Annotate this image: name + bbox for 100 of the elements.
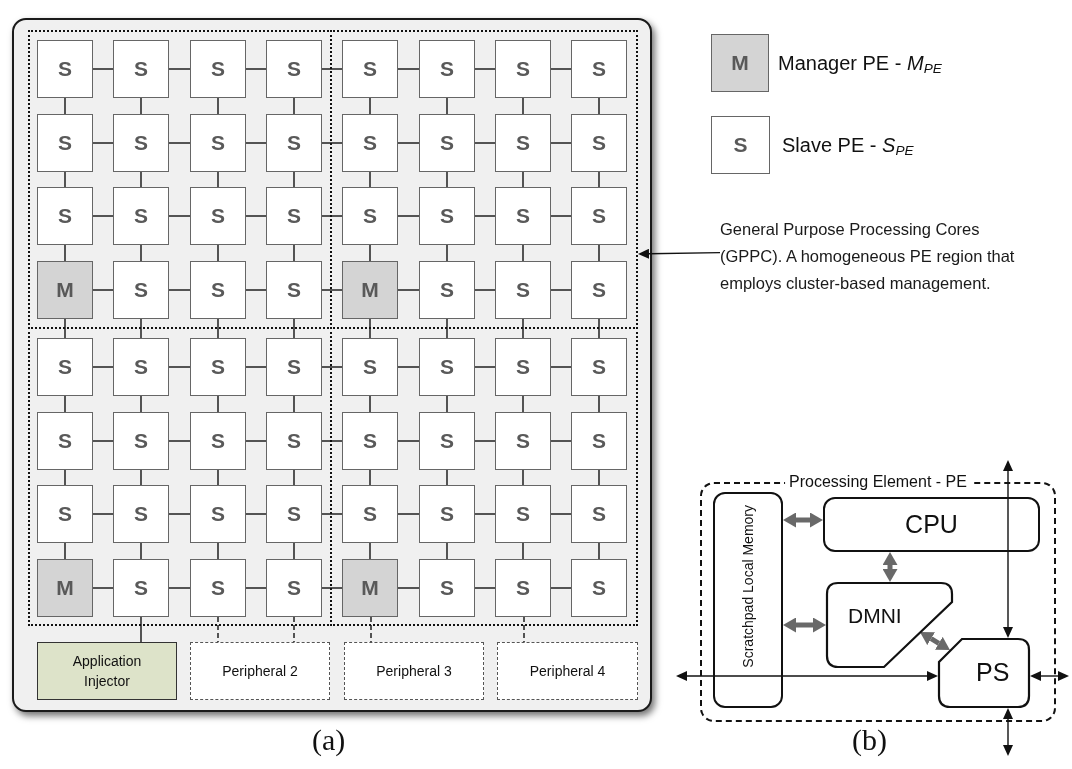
dashed-link-line [293,616,295,643]
slave-pe-tile: S [495,485,551,543]
slave-pe-tile: S [342,412,398,470]
link-line [369,244,371,262]
double-arrow [882,552,898,582]
slave-pe-tile: S [571,261,627,319]
slave-pe-tile: S [495,187,551,245]
link-line [397,68,420,70]
link-line [140,542,142,560]
link-line [92,215,114,217]
link-line [474,215,496,217]
link-line [321,142,343,144]
link-line [474,68,496,70]
link-line [598,542,600,560]
slave-pe-tile: S [571,412,627,470]
link-line [550,513,572,515]
link-line [140,171,142,188]
link-line [522,542,524,560]
slave-pe-tile: S [266,114,322,172]
link-line [293,244,295,262]
slave-pe-tile: S [419,187,475,245]
link-line [369,395,371,413]
double-arrow [783,512,823,528]
slave-pe-tile: S [571,114,627,172]
link-line [474,366,496,368]
link-line [522,244,524,262]
link-line [397,142,420,144]
slave-pe-tile: S [342,485,398,543]
slave-pe-tile: S [37,40,93,98]
link-line [64,395,66,413]
tile-caption: Manager PE - M$_{PE}$ [778,51,942,79]
link-line [92,587,114,589]
link-line [397,513,420,515]
link-line [321,215,343,217]
manager-legend-tile: M [711,34,769,92]
link-line [598,244,600,262]
link-line [369,469,371,486]
link-line [550,68,572,70]
link-line [397,587,420,589]
link-line [245,68,267,70]
dashed-link-line [370,616,372,643]
link-line [92,68,114,70]
link-line [92,366,114,368]
link-line [168,587,191,589]
link-line [217,542,219,560]
slave-pe-tile: S [37,114,93,172]
link-line [293,469,295,486]
slave-pe-tile: S [113,40,169,98]
slave-pe-tile: S [190,559,246,617]
slave-pe-tile: S [419,114,475,172]
slave-pe-tile: S [266,40,322,98]
slave-pe-tile: S [571,559,627,617]
link-line [140,244,142,262]
link-line [168,215,191,217]
link-line [397,289,420,291]
slave-pe-tile: S [190,261,246,319]
link-line [64,97,66,115]
dashed-link-line [523,616,525,643]
link-line [293,171,295,188]
link-line [245,215,267,217]
slave-pe-tile: S [190,412,246,470]
link-line [369,171,371,188]
slave-pe-tile: S [571,187,627,245]
slave-pe-tile: S [113,559,169,617]
link-line [217,395,219,413]
link-line [217,469,219,486]
link-line [245,142,267,144]
link-line [245,587,267,589]
link-line [92,142,114,144]
slave-pe-tile: S [571,338,627,396]
slave-pe-tile: S [495,114,551,172]
slave-pe-tile: S [571,485,627,543]
link-line [293,542,295,560]
link-line [522,171,524,188]
double-arrow [920,631,950,650]
slave-pe-tile: S [190,485,246,543]
link-line [293,97,295,115]
slave-pe-tile: S [266,261,322,319]
link-line [550,142,572,144]
slave-pe-tile: S [266,187,322,245]
link-line [474,289,496,291]
slave-pe-tile: S [419,40,475,98]
link-line [474,440,496,442]
slave-pe-tile: S [342,114,398,172]
link-line [245,440,267,442]
peripheral-block: Peripheral 2 [190,642,330,700]
link-line [446,171,448,188]
link-line [446,244,448,262]
link-line [446,97,448,115]
slave-pe-tile: S [342,187,398,245]
link-line [321,68,343,70]
peripheral-block: Peripheral 3 [344,642,484,700]
memory-block: Scratchpad Local Memory [713,492,783,708]
link-line [598,97,600,115]
link-line [217,171,219,188]
double-arrow [1003,460,1013,638]
manager-pe-tile: M [342,261,398,319]
link-line [217,244,219,262]
link-line [321,513,343,515]
slave-pe-tile: S [266,559,322,617]
